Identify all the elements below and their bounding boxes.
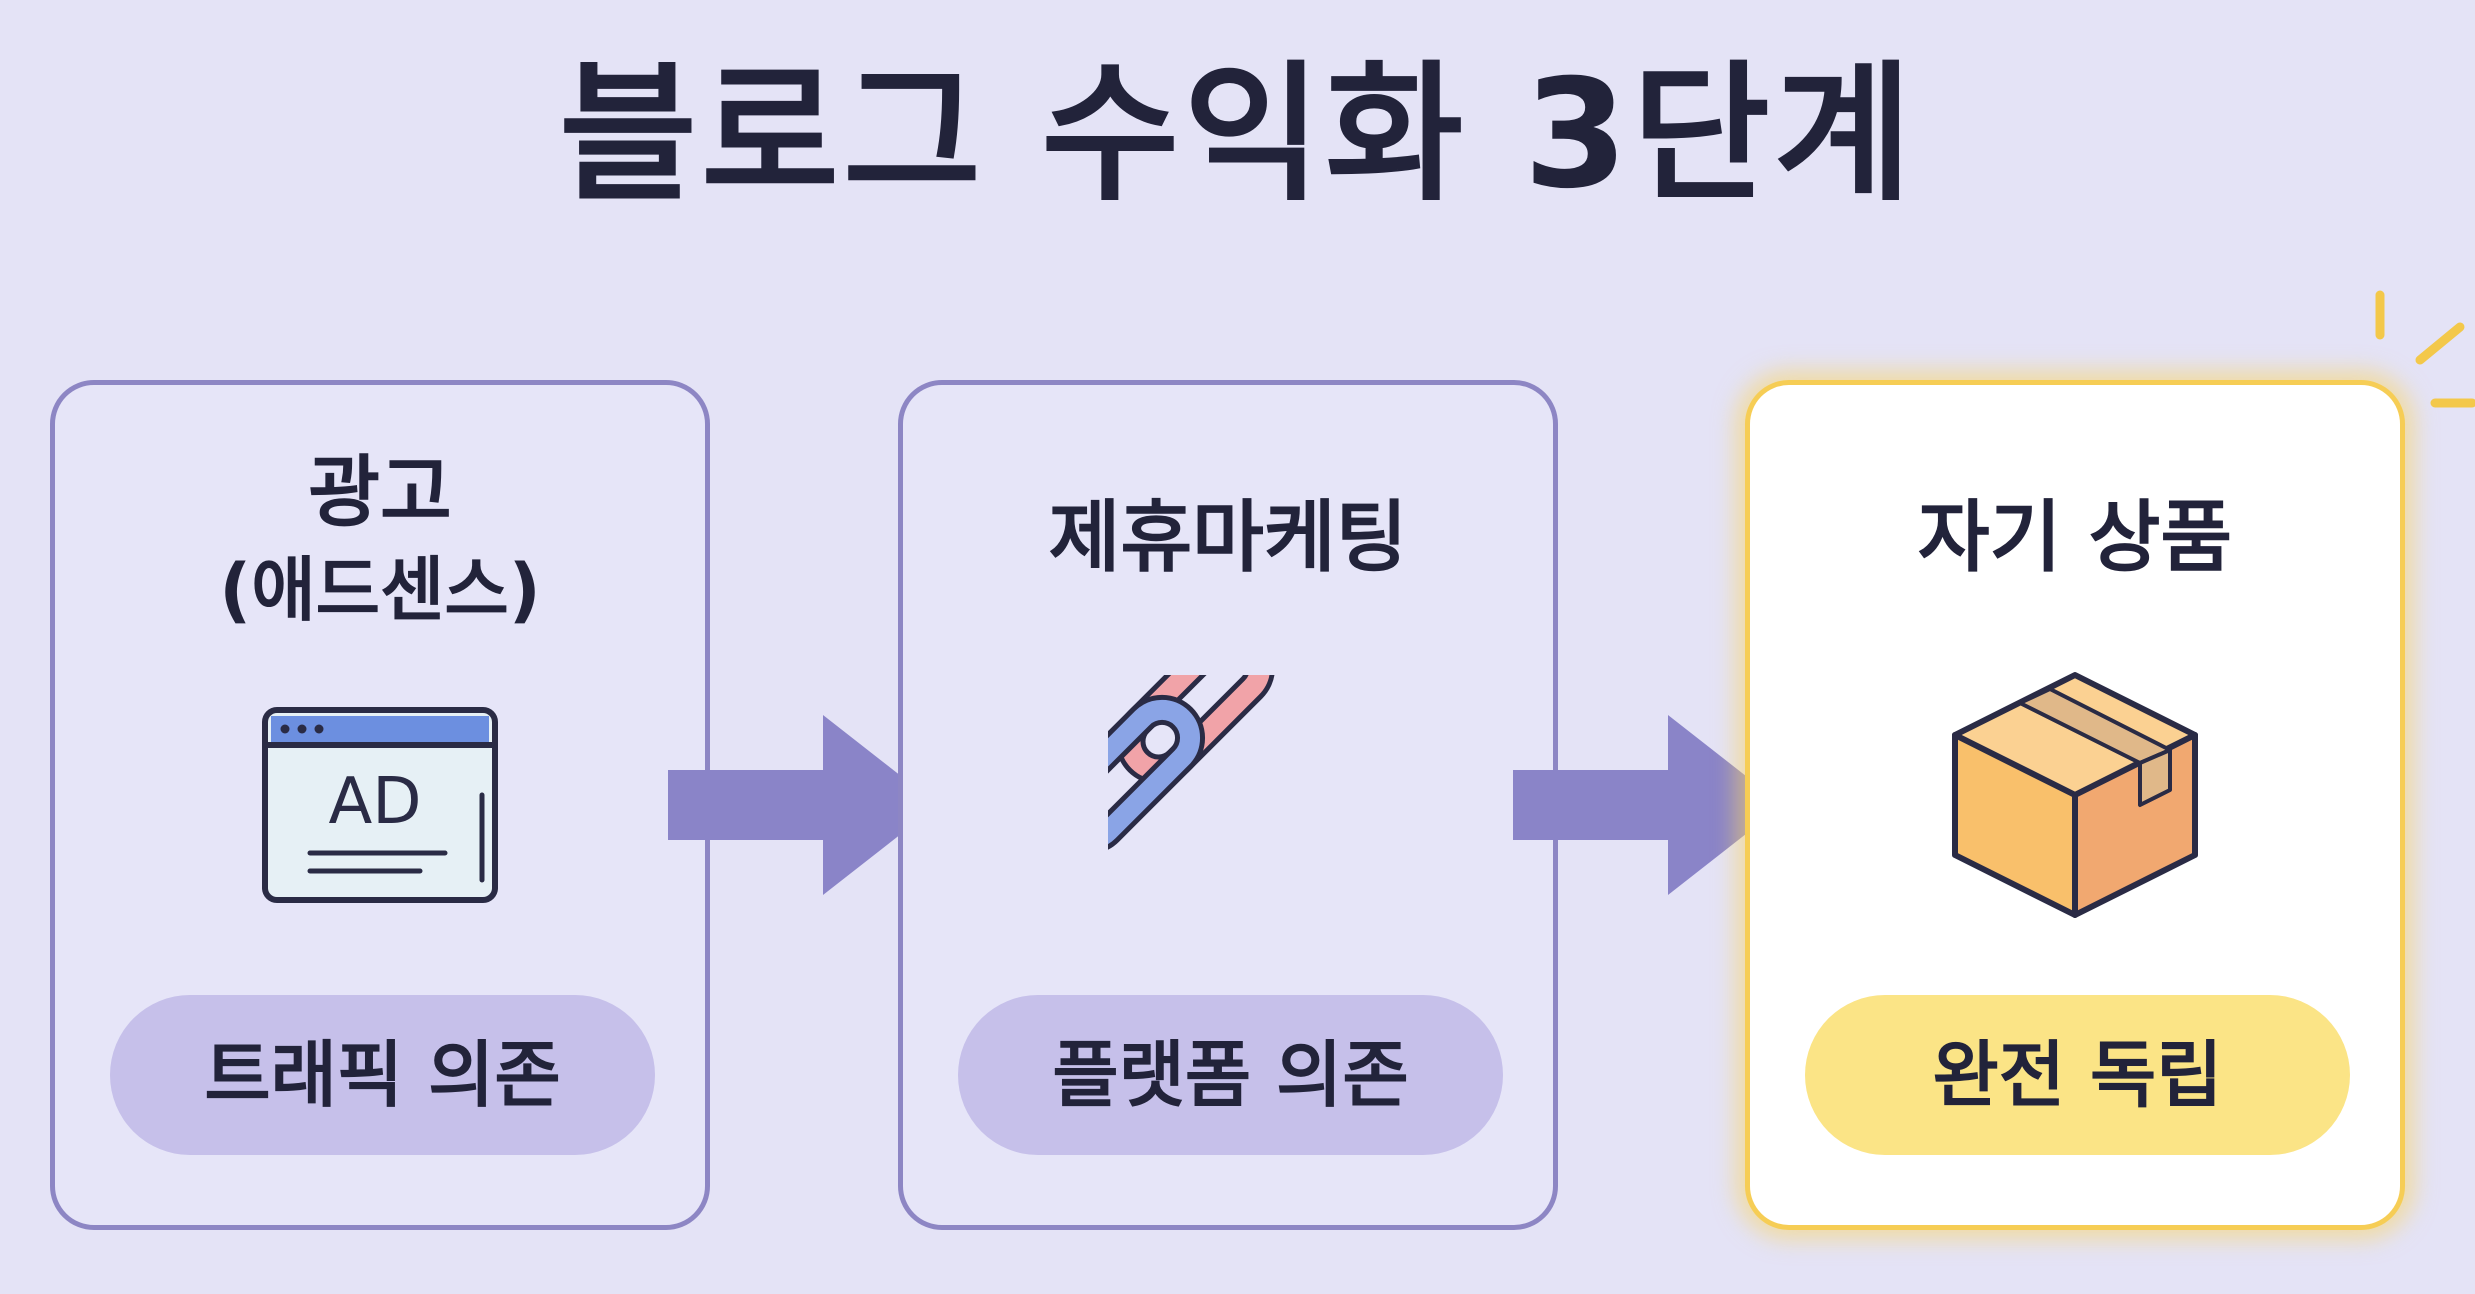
stage-badge: 플랫폼 의존 <box>958 995 1503 1155</box>
stage-card-ads: 광고 (애드센스) AD 트래픽 의존 <box>50 380 710 1230</box>
stage-badge: 완전 독립 <box>1805 995 2350 1155</box>
arrow-right-icon <box>668 715 938 895</box>
stage-title: 제휴마케팅 <box>1048 493 1408 583</box>
ad-icon-text: AD <box>328 765 421 839</box>
stage-badge: 트래픽 의존 <box>110 995 655 1155</box>
package-box-icon <box>1952 672 2198 918</box>
ad-browser-icon: AD <box>262 707 498 903</box>
chain-link-icon <box>1108 675 1276 855</box>
stage-card-own-product: 자기 상품 완전 독립 <box>1745 380 2405 1230</box>
stage-title: 자기 상품 <box>1917 493 2233 583</box>
arrow-right-icon <box>1513 715 1783 895</box>
stage-subtitle: (애드센스) <box>219 549 541 631</box>
stage-card-affiliate: 제휴마케팅 플랫폼 의존 <box>898 380 1558 1230</box>
page-title: 블로그 수익화 3단계 <box>559 48 1916 222</box>
sparkle-icon <box>2375 290 2475 408</box>
stage-title: 광고 <box>308 448 452 538</box>
